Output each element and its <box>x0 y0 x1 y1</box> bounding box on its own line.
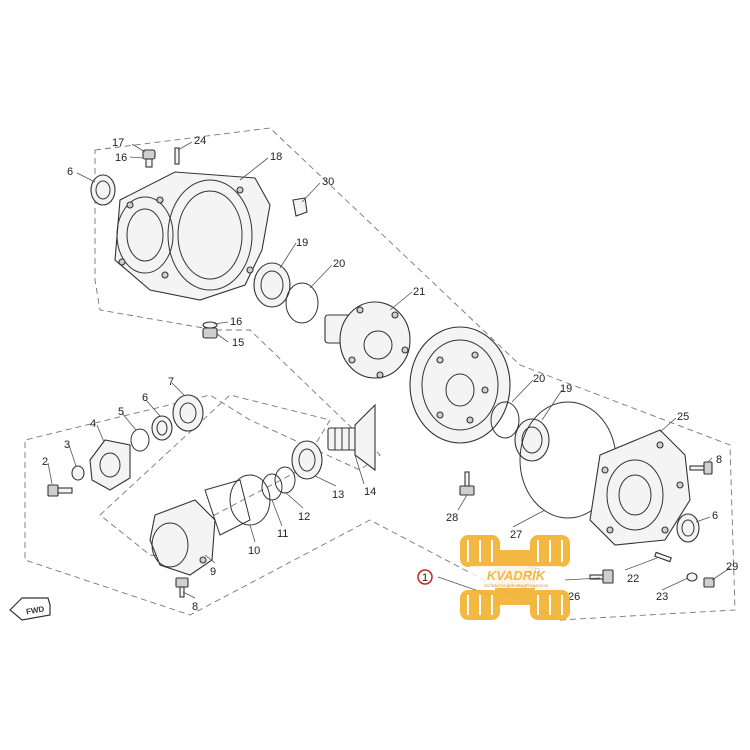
callout-14: 14 <box>364 486 376 498</box>
assembly-callout: 1 <box>417 569 433 585</box>
callout-numbers: 17 16 24 6 18 30 19 20 21 16 15 20 19 25… <box>42 135 738 613</box>
seal-left <box>151 415 173 441</box>
breather-cap <box>142 149 156 168</box>
leader-lines <box>47 141 731 599</box>
callout-20: 20 <box>533 373 545 385</box>
bracket <box>292 197 308 217</box>
callout-13: 13 <box>332 489 344 501</box>
callout-2: 2 <box>42 456 48 468</box>
bolt-cover <box>689 461 713 475</box>
bolt-26 <box>589 569 614 584</box>
highlight-circle <box>417 569 433 585</box>
callout-28: 28 <box>446 512 458 524</box>
callout-30: 30 <box>322 176 334 188</box>
washer <box>71 465 85 481</box>
callout-18: 18 <box>270 151 282 163</box>
gasket <box>204 479 251 536</box>
callout-1: 1 <box>422 572 428 584</box>
callout-12: 12 <box>298 511 310 523</box>
callout-26: 26 <box>568 591 580 603</box>
callout-19: 19 <box>296 237 308 249</box>
differential-housing <box>114 171 271 301</box>
shim-pinion <box>274 466 296 494</box>
shim-upper <box>285 282 319 324</box>
bearing-housing <box>149 499 216 576</box>
fwd-label: FWD <box>25 604 45 616</box>
shim-lower <box>490 401 520 439</box>
washer-23 <box>686 572 698 582</box>
watermark-tagline: ЗАПЧАСТИ ДЛЯ КВАДРОЦИКЛОВ <box>484 583 549 588</box>
callout-17: 17 <box>112 137 124 149</box>
assembly-boundary <box>24 127 736 621</box>
callout-6: 6 <box>142 392 148 404</box>
differential-case <box>324 301 411 379</box>
flange <box>89 439 131 491</box>
callout-5: 5 <box>118 406 124 418</box>
fwd-arrow: FWD <box>9 597 51 621</box>
bolt-housing <box>175 577 189 598</box>
callout-21: 21 <box>413 286 425 298</box>
callout-6: 6 <box>712 510 718 522</box>
callout-6: 6 <box>67 166 73 178</box>
callout-23: 23 <box>656 591 668 603</box>
watermark-logo: KVADRIK ЗАПЧАСТИ ДЛЯ КВАДРОЦИКЛОВ <box>460 535 570 620</box>
pinion-gear <box>327 403 376 472</box>
callout-8: 8 <box>192 601 198 613</box>
pinion-bearing <box>291 440 323 480</box>
callout-20: 20 <box>333 258 345 270</box>
oil-seal <box>90 174 116 206</box>
shim-pinion-2 <box>261 473 283 501</box>
callout-9: 9 <box>210 566 216 578</box>
bearing-lower <box>514 418 550 462</box>
callout-4: 4 <box>90 418 96 430</box>
callout-16: 16 <box>115 152 127 164</box>
callout-19: 19 <box>560 383 572 395</box>
bearing-upper <box>253 262 291 308</box>
callout-16: 16 <box>230 316 242 328</box>
housing-cover <box>589 429 691 546</box>
callout-22: 22 <box>627 573 639 585</box>
callout-10: 10 <box>248 545 260 557</box>
callout-15: 15 <box>232 337 244 349</box>
callout-24: 24 <box>194 135 206 147</box>
left-group-boundary <box>99 394 331 561</box>
callout-27: 27 <box>510 529 522 541</box>
bolt-28 <box>459 471 475 496</box>
flange-bolt <box>47 484 73 497</box>
drain-plug <box>202 321 218 339</box>
nut-29 <box>703 577 715 588</box>
watermark-brand: KVADRIK <box>487 568 547 583</box>
callout-25: 25 <box>677 411 689 423</box>
bearing-left <box>172 394 204 432</box>
callout-3: 3 <box>64 439 70 451</box>
callout-7: 7 <box>168 376 174 388</box>
callout-29: 29 <box>726 561 738 573</box>
callout-11: 11 <box>277 528 288 540</box>
callout-8: 8 <box>716 454 722 466</box>
o-ring-left <box>130 428 150 452</box>
o-ring-pinion <box>229 474 271 526</box>
stud-22 <box>654 551 672 563</box>
ring-gear <box>409 326 511 444</box>
stud <box>174 147 180 165</box>
oil-seal-right <box>676 513 700 543</box>
